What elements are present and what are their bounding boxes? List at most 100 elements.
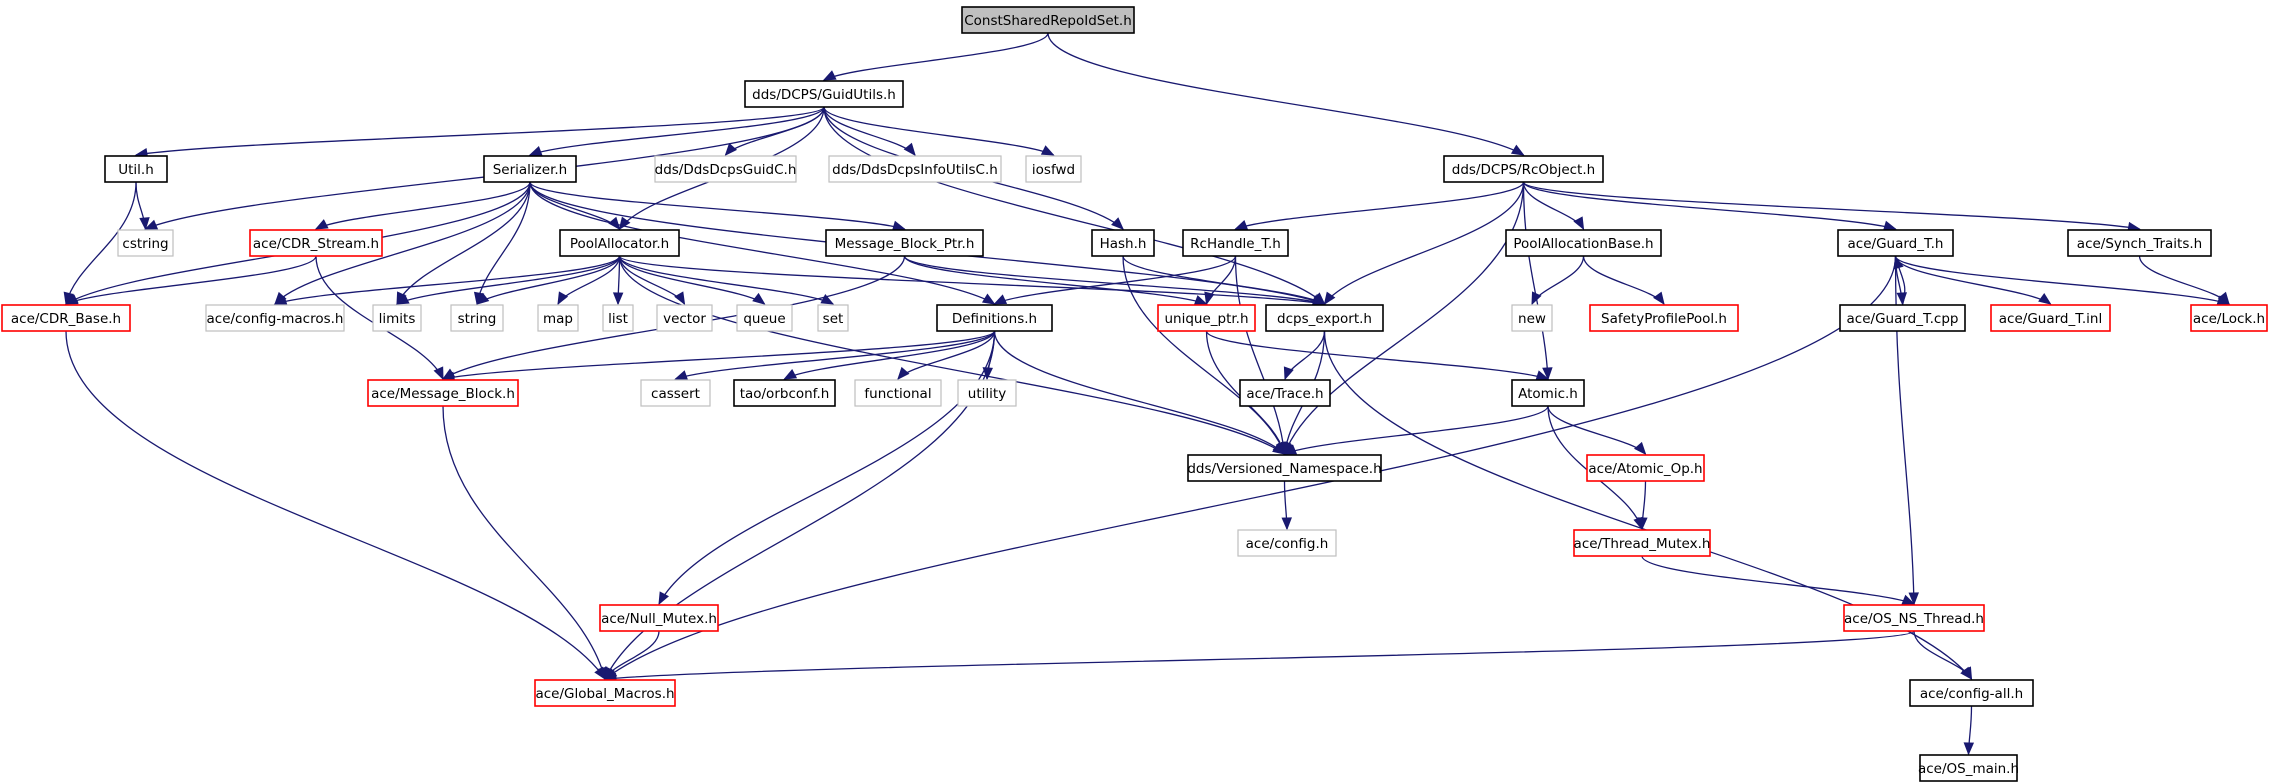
node-osmain[interactable]: ace/OS_main.h (1918, 754, 2019, 782)
edge-rchandle-to-uniqueptr (1204, 255, 1237, 306)
node-guardinl[interactable]: ace/Guard_T.inl (1990, 304, 2111, 332)
node-msgblock[interactable]: ace/Message_Block.h (367, 379, 519, 407)
node-infoutilsc[interactable]: dds/DdsDcpsInfoUtilsC.h (828, 155, 1002, 183)
node-box (957, 379, 1017, 407)
edge-threadmutex-to-osnsthread (1641, 555, 1916, 605)
edge-line (903, 255, 1325, 305)
node-orbconf[interactable]: tao/orbconf.h (733, 379, 836, 407)
edge-arrowhead (993, 294, 1008, 305)
node-aceconfig[interactable]: ace/config.h (1237, 529, 1337, 557)
edge-arrowhead (604, 666, 615, 681)
node-box (1265, 304, 1384, 332)
graph-nodes: ConstSharedRepoIdSet.h dds/DCPS/GuidUtils… (1, 6, 2268, 782)
edge-line (529, 181, 905, 230)
node-guard[interactable]: ace/Guard_T.h (1837, 229, 1954, 257)
node-configmacros[interactable]: ace/config-macros.h (205, 304, 345, 332)
node-cstring[interactable]: cstring (117, 229, 174, 257)
node-vector[interactable]: vector (656, 304, 713, 332)
edge-arrowhead (314, 219, 329, 230)
edge-arrowhead (2038, 293, 2052, 305)
node-serializer[interactable]: Serializer.h (483, 155, 577, 183)
node-queue[interactable]: queue (736, 304, 793, 332)
node-rchandle[interactable]: RcHandle_T.h (1182, 229, 1289, 257)
node-label: ace/OS_main.h (1918, 761, 2019, 777)
node-box (367, 379, 519, 407)
node-lock[interactable]: ace/Lock.h (2190, 304, 2268, 332)
edge-definitions-to-cassert (674, 330, 996, 381)
node-osnsthread[interactable]: ace/OS_NS_Thread.h (1843, 604, 1985, 632)
node-map[interactable]: map (537, 304, 579, 332)
node-poolalloc[interactable]: PoolAllocator.h (559, 229, 680, 257)
node-new[interactable]: new (1511, 304, 1553, 332)
edge-arrowhead (1204, 291, 1215, 306)
node-trace[interactable]: ace/Trace.h (1239, 379, 1331, 407)
node-util[interactable]: Util.h (104, 155, 168, 183)
edge-poolallocbase-to-safetypool (1582, 255, 1665, 306)
edge-osnsthread-to-configall (1913, 630, 1973, 681)
edge-dcpsexport-to-trace (1283, 330, 1326, 381)
edge-guidutils-to-infoutilsc (823, 106, 916, 157)
node-cdrbase[interactable]: ace/CDR_Base.h (1, 304, 131, 332)
edge-atomic-to-atomicop (1547, 405, 1647, 455)
node-configall[interactable]: ace/config-all.h (1909, 679, 2034, 707)
node-mbptr[interactable]: Message_Block_Ptr.h (825, 229, 984, 257)
node-nullmutex[interactable]: ace/Null_Mutex.h (599, 604, 719, 632)
node-safetypool[interactable]: SafetyProfilePool.h (1589, 304, 1739, 332)
edge-arrowhead (1901, 594, 1916, 605)
node-label: Hash.h (1100, 236, 1147, 252)
node-threadmutex[interactable]: ace/Thread_Mutex.h (1573, 529, 1711, 557)
edge-line (65, 255, 317, 305)
edge-definitions-to-msgblock (441, 330, 996, 382)
node-list[interactable]: list (602, 304, 634, 332)
node-label: list (608, 311, 628, 327)
node-definitions[interactable]: Definitions.h (936, 304, 1053, 332)
node-functional[interactable]: functional (854, 379, 942, 407)
node-cassert[interactable]: cassert (640, 379, 711, 407)
edge-guidutils-to-guidc (724, 106, 825, 156)
node-synch[interactable]: ace/Synch_Traits.h (2067, 229, 2212, 257)
node-atomicop[interactable]: ace/Atomic_Op.h (1586, 454, 1705, 482)
node-limits[interactable]: limits (372, 304, 422, 332)
node-guardcpp[interactable]: ace/Guard_T.cpp (1839, 304, 1966, 332)
node-string[interactable]: string (450, 304, 504, 332)
node-versioned[interactable]: dds/Versioned_Namespace.h (1187, 454, 1382, 482)
edge-arrowhead (1961, 666, 1973, 681)
node-set[interactable]: set (817, 304, 849, 332)
edge-line (315, 255, 444, 380)
node-label: dds/DdsDcpsInfoUtilsC.h (832, 162, 998, 178)
node-guidutils[interactable]: dds/DCPS/GuidUtils.h (744, 80, 904, 108)
node-utility[interactable]: utility (957, 379, 1017, 407)
node-box (654, 155, 797, 183)
edge-rcobject-to-rchandle (1234, 181, 1525, 230)
edge-arrowhead (557, 291, 569, 306)
node-box (1237, 529, 1337, 557)
node-box (854, 379, 942, 407)
edge-arrowhead (1234, 220, 1249, 230)
edge-rcobject-to-poolallocbase (1522, 181, 1585, 231)
edge-line (658, 330, 996, 605)
node-iosfwd[interactable]: iosfwd (1025, 155, 1082, 183)
node-box (483, 155, 577, 183)
node-poolallocbase[interactable]: PoolAllocationBase.h (1505, 229, 1662, 257)
node-hash[interactable]: Hash.h (1091, 229, 1155, 257)
node-atomic[interactable]: Atomic.h (1511, 379, 1585, 407)
edge-guidutils-to-util (134, 106, 825, 159)
node-box (961, 6, 1135, 34)
edge-poolalloc-to-dcpsexport (618, 255, 1326, 308)
edge-line (1235, 181, 1525, 230)
edge-rchandle-to-versioned (1234, 255, 1289, 456)
node-cdrstream[interactable]: ace/CDR_Stream.h (249, 229, 383, 257)
node-root[interactable]: ConstSharedRepoIdSet.h (961, 6, 1135, 34)
node-label: ace/CDR_Stream.h (253, 236, 379, 252)
node-uniqueptr[interactable]: unique_ptr.h (1157, 304, 1256, 332)
node-guidc[interactable]: dds/DdsDcpsGuidC.h (654, 155, 797, 183)
node-box (249, 229, 383, 257)
node-globalmacros[interactable]: ace/Global_Macros.h (534, 679, 676, 707)
node-box (1586, 454, 1705, 482)
node-box (599, 604, 719, 632)
node-rcobject[interactable]: dds/DCPS/RcObject.h (1443, 155, 1604, 183)
edge-line (993, 330, 1285, 455)
node-dcpsexport[interactable]: dcps_export.h (1265, 304, 1384, 332)
edge-arrowhead (724, 142, 738, 156)
edge-rcobject-to-dcpsexport (1323, 181, 1525, 306)
